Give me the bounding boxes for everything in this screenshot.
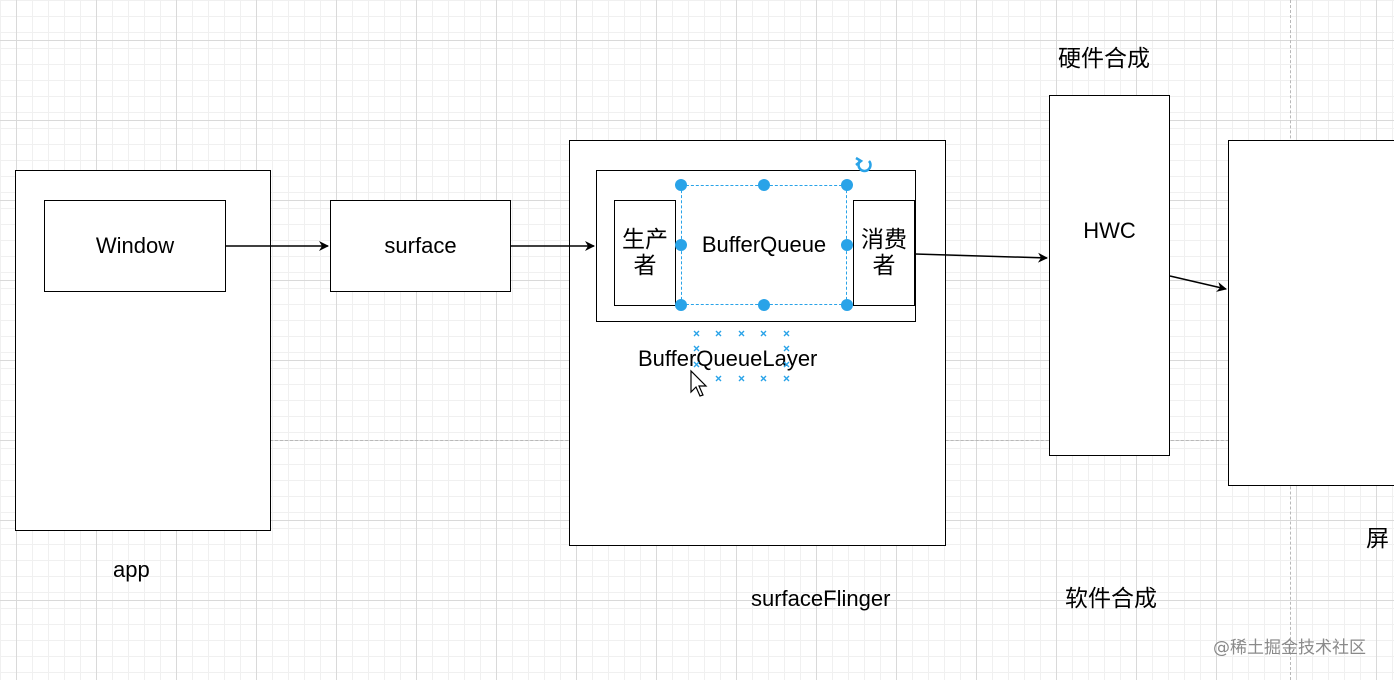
window-label: Window: [95, 233, 175, 258]
buffer-queue-layer-caption: BufferQueueLayer: [638, 346, 818, 371]
hwc-label: HWC: [1083, 217, 1136, 243]
consumer-box[interactable]: 消费者: [853, 200, 915, 306]
screen-label: 屏: [1366, 526, 1389, 552]
surface-label: surface: [384, 233, 457, 258]
arrow-hwc-to-screen[interactable]: [1169, 275, 1227, 292]
producer-label: 生产者: [622, 227, 668, 279]
screen-box[interactable]: [1228, 140, 1394, 486]
buffer-queue-label: BufferQueue: [701, 232, 827, 257]
window-box[interactable]: Window: [44, 200, 226, 292]
surface-box[interactable]: surface: [330, 200, 511, 292]
hwc-box[interactable]: HWC: [1049, 95, 1170, 456]
software-composition-label: 软件合成: [1065, 586, 1157, 612]
app-caption: app: [113, 557, 150, 582]
producer-box[interactable]: 生产者: [614, 200, 676, 306]
buffer-queue-box[interactable]: BufferQueue: [681, 185, 847, 305]
surface-flinger-caption: surfaceFlinger: [751, 586, 891, 611]
consumer-label: 消费者: [861, 227, 907, 279]
hardware-composition-label: 硬件合成: [1058, 46, 1150, 72]
watermark: @稀土掘金技术社区: [1213, 638, 1366, 658]
